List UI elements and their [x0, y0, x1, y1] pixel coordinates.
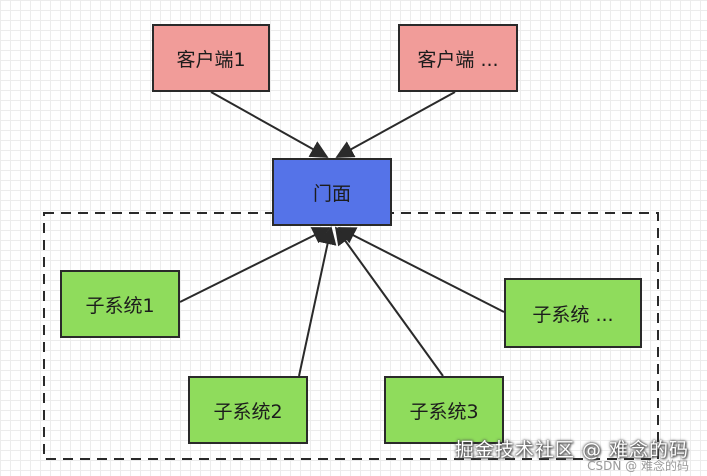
- subsystem-3-label: 子系统3: [409, 400, 479, 423]
- subsystem-2-node: 子系统2: [188, 376, 308, 444]
- subsystem-more-node: 子系统 ...: [504, 278, 642, 348]
- client-more-node: 客户端 ...: [398, 24, 518, 92]
- watermark-csdn: CSDN @ 难念的码: [587, 459, 689, 473]
- subsystem-2-label: 子系统2: [213, 400, 283, 423]
- subsystem-1-label: 子系统1: [85, 294, 155, 317]
- edge-subsystem-more-to-facade: [337, 227, 505, 313]
- watermark-juejin: 掘金技术社区 @ 难念的码: [454, 439, 689, 461]
- edge-subsystem-1-to-facade: [179, 227, 331, 303]
- edge-client-1-to-facade: [210, 91, 329, 158]
- client-1-label: 客户端1: [176, 48, 246, 71]
- facade-label: 门面: [312, 182, 351, 205]
- subsystem-3-node: 子系统3: [384, 376, 504, 444]
- edge-subsystem-2-to-facade: [298, 226, 337, 377]
- subsystem-1-node: 子系统1: [60, 270, 180, 338]
- facade-node: 门面: [272, 158, 392, 226]
- client-more-label: 客户端 ...: [417, 48, 499, 71]
- client-1-node: 客户端1: [152, 24, 270, 92]
- edge-subsystem-3-to-facade: [334, 226, 444, 377]
- subsystem-more-label: 子系统 ...: [532, 303, 614, 326]
- edge-client-more-to-facade: [335, 91, 456, 158]
